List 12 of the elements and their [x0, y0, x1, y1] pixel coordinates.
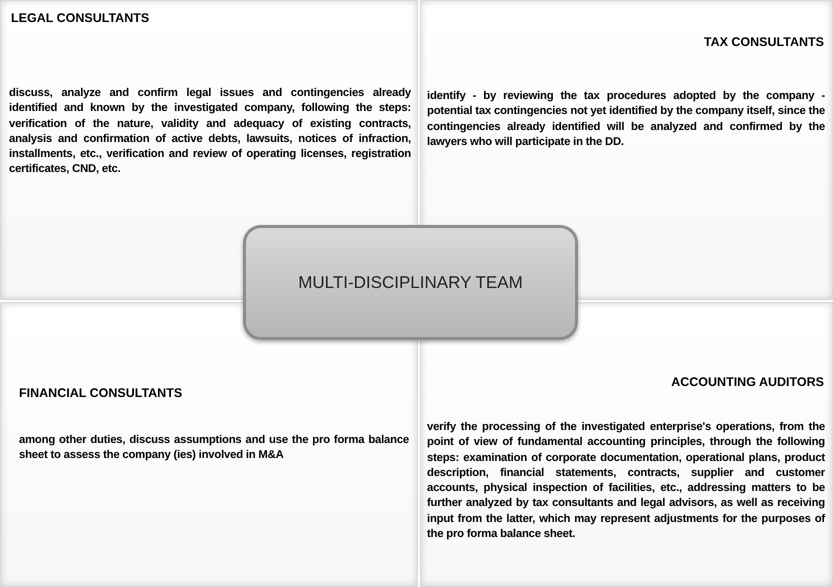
panel-heading: FINANCIAL CONSULTANTS — [19, 386, 182, 400]
financial-panel — [0, 302, 418, 587]
center-box — [243, 225, 578, 340]
panel-heading: ACCOUNTING AUDITORS — [671, 375, 824, 389]
center-title: MULTI-DISCIPLINARY TEAM — [298, 272, 523, 294]
panel-text: discuss, analyze and confirm legal issues and contingencies already identified and known by the investigated company, following the steps: verification of the nature, validity and adequacy of existing contracts, analysis and confirmation of active debts, lawsuits, notices of infraction, installments, etc., verification and review of operating licenses, registration certificates, CND, etc. — [9, 86, 411, 178]
accounting-panel — [420, 302, 833, 587]
panel-text: identify - by reviewing the tax procedures adopted by the company - potential tax contingencies not yet identified by the company itself, since the contingencies already identified will be analyzed and confirmed by the lawyers who will participate in the DD. — [427, 89, 825, 150]
panel-heading: LEGAL CONSULTANTS — [11, 11, 150, 25]
panel-heading: TAX CONSULTANTS — [704, 35, 824, 49]
panel-text: verify the processing of the investigated enterprise's operations, from the point of view of fundamental accounting principles, through the following steps: examination of corporate documentation, operational plans, product description, financial statements, contracts, supplier and customer accounts, physical inspection of facilities, etc., addressing matters to be further analyzed by tax consultants and legal advisors, as well as receiving input from the latter, which may represent adjustments for the purposes of the pro forma balance sheet. — [427, 420, 825, 542]
panel-text: among other duties, discuss assumptions and use the pro forma balance sheet to assess the company (ies) involved in M&A — [19, 433, 409, 464]
